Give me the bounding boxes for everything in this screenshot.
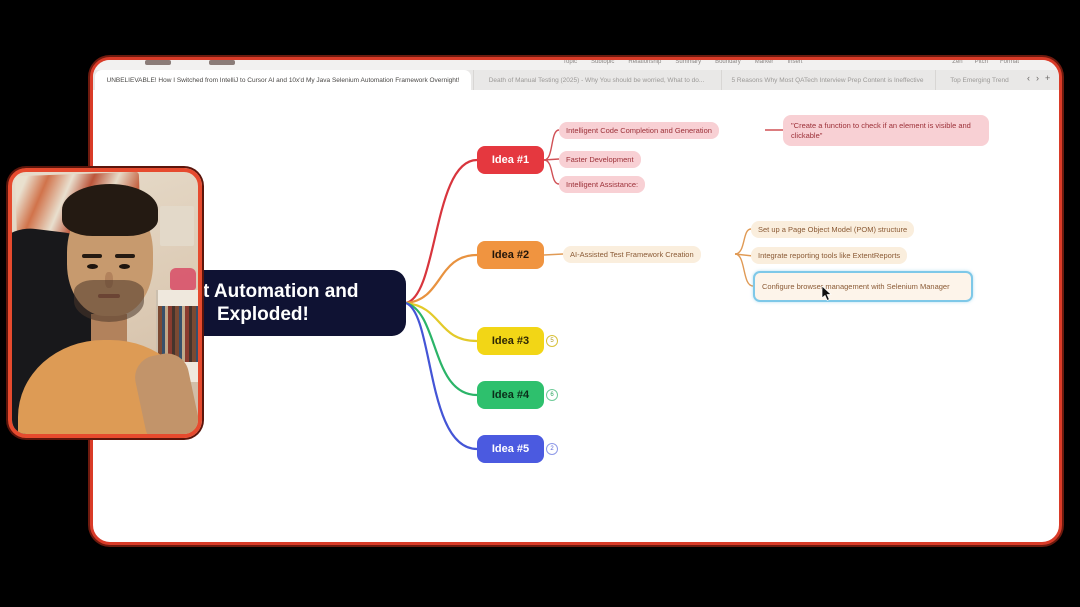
app-icon [209,60,235,65]
tab-strip: UNBELIEVABLE! How I Switched from Intell… [93,70,1059,90]
expand-badge-idea-5[interactable]: 2 [546,443,558,455]
tab-4[interactable]: Top Emerging Trend [935,70,1023,90]
app-window: Topic Subtopic Relationship Summary Boun… [90,57,1062,545]
toolbar-item-subtopic[interactable]: Subtopic [591,60,615,65]
presenter-eyebrow [82,254,102,258]
toolbar-item-zen[interactable]: Zen [952,60,963,65]
presenter-eye [87,264,98,269]
toolbar-left: Topic Subtopic Relationship Summary Boun… [563,60,802,65]
tab-2[interactable]: Death of Manual Testing (2025) - Why You… [473,70,719,90]
new-tab-icon[interactable]: + [1045,73,1051,83]
subtopic-ai-framework-creation[interactable]: AI-Assisted Test Framework Creation [563,246,701,263]
topic-idea-3[interactable]: Idea #3 [477,327,544,355]
tab-3[interactable]: 5 Reasons Why Most QATech Interview Prep… [721,70,933,90]
subtopic-selenium-manager-selected[interactable]: Configure browser management with Seleni… [753,271,973,302]
toolbar-item-format[interactable]: Format [999,60,1019,65]
toolbar-right: Zen Pitch Format [952,60,1019,65]
toolbar-item-boundary[interactable]: Boundary [715,60,741,65]
tab-scroll-left-icon[interactable]: ‹ [1027,73,1030,83]
expand-badge-idea-4[interactable]: 6 [546,389,558,401]
toolbar: Topic Subtopic Relationship Summary Boun… [93,60,1059,70]
toolbar-item-summary[interactable]: Summary [675,60,702,65]
wall-frame [160,206,194,246]
subtopic-pom-structure[interactable]: Set up a Page Object Model (POM) structu… [751,221,915,238]
webcam-overlay [8,168,202,438]
presenter-beard [74,280,144,322]
topic-idea-4[interactable]: Idea #4 [477,381,544,409]
tab-scroll-right-icon[interactable]: › [1036,73,1039,83]
expand-badge-idea-3[interactable]: 5 [546,335,558,347]
toolbar-item-relationship[interactable]: Relationship [628,60,662,65]
presenter-eyebrow [115,254,135,258]
toolbar-item-marker[interactable]: Marker [754,60,774,65]
subtopic-quote[interactable]: "Create a function to check if an elemen… [783,115,989,146]
mouse-cursor [821,286,832,301]
central-topic-line1: t Automation and [203,281,359,302]
tab-active[interactable]: UNBELIEVABLE! How I Switched from Intell… [95,70,471,90]
toolbar-item-topic[interactable]: Topic [563,60,578,65]
topic-idea-5[interactable]: Idea #5 [477,435,544,463]
subtopic-faster-development[interactable]: Faster Development [559,151,641,168]
subtopic-extent-reports[interactable]: Integrate reporting tools like ExtentRep… [751,247,908,264]
toolbar-item-pitch[interactable]: Pitch [974,60,988,65]
toolbar-item-insert[interactable]: Insert [787,60,803,65]
topic-idea-2[interactable]: Idea #2 [477,241,544,269]
app-icon [145,60,171,65]
presenter-hair [62,184,158,236]
presenter-eye [119,264,130,269]
presenter-mouth [98,294,120,298]
shelf-decor [170,268,196,290]
topic-idea-1[interactable]: Idea #1 [477,146,544,174]
subtopic-code-completion[interactable]: Intelligent Code Completion and Generati… [559,122,719,139]
central-topic-line2: Exploded! [217,304,309,325]
subtopic-intelligent-assistance[interactable]: Intelligent Assistance: [559,176,646,193]
